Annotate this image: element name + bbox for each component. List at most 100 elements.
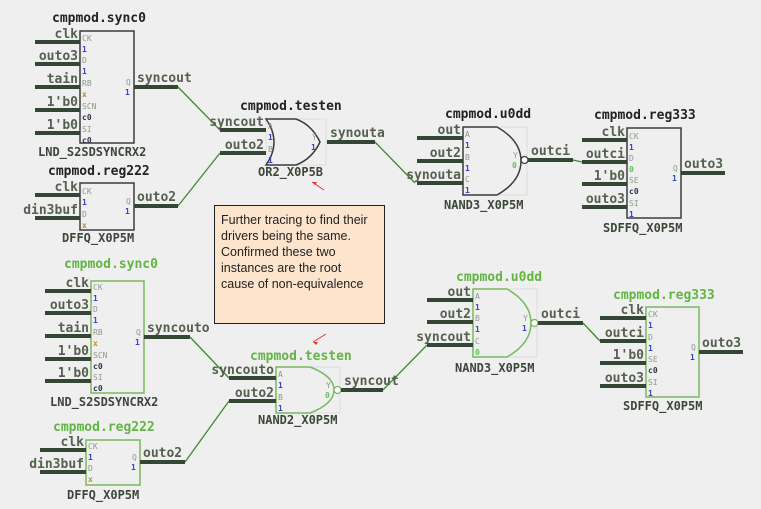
pin-value: 1: [135, 338, 140, 347]
pin-value: 1: [475, 303, 480, 312]
pin-value: 1: [268, 156, 273, 165]
cell-type: DFFQ_X0P5M: [62, 231, 134, 246]
net-label: outo2: [225, 138, 264, 153]
or-gate-symbol: [264, 118, 321, 166]
pin-name: CK: [629, 132, 639, 141]
pin-name: CK: [88, 442, 98, 451]
cell-bounding-box: [472, 288, 538, 358]
net-label: synouta: [330, 126, 385, 141]
pin-value: 1: [131, 463, 136, 472]
pin-name: D: [629, 154, 634, 163]
inversion-bubble: [520, 155, 529, 165]
pin-name: Y: [326, 381, 331, 390]
pin-name: Y: [513, 151, 518, 160]
pin-name: SI: [648, 378, 658, 387]
net-connection: [382, 344, 428, 391]
pin-name: B: [268, 145, 273, 154]
annotation-note: Further tracing to find their drivers be…: [214, 205, 385, 324]
pin-name: B: [465, 153, 470, 162]
pin-value: x: [82, 90, 87, 99]
net-label: outo2: [143, 446, 182, 461]
pin-value: 1: [82, 67, 87, 76]
instance-name: cmpmod.testen: [250, 349, 352, 364]
arrow-head-icon: [312, 182, 317, 185]
pin-value: 1: [82, 45, 87, 54]
pin-name: Y: [523, 314, 528, 323]
pin-value: x: [82, 221, 87, 230]
cell-type: LND_S2SDSYNCRX2: [50, 395, 158, 410]
pin-value: c0: [93, 384, 103, 393]
pin-name: Q: [132, 453, 137, 462]
net-label: syncout: [416, 330, 471, 345]
net-connection: [177, 86, 221, 131]
net-label: clk: [61, 435, 85, 450]
pointer-arrow: [312, 333, 327, 343]
pin-name: CK: [648, 310, 658, 319]
instance-name: cmpmod.reg333: [613, 288, 715, 303]
cell-bounding-box: [462, 126, 528, 196]
net-label: out: [448, 285, 471, 300]
pin-name: A: [465, 130, 470, 139]
pin-name: SI: [93, 373, 103, 382]
pin-name: CK: [93, 283, 103, 292]
pin-name: CK: [82, 187, 92, 196]
pin-value: x: [88, 475, 93, 484]
net-label: outci: [541, 307, 580, 322]
net-label: clk: [602, 125, 626, 140]
net-connection: [184, 400, 230, 463]
pin-value: 1: [648, 321, 653, 330]
pin-value: 1: [465, 141, 470, 150]
inversion-bubble: [333, 385, 342, 395]
pin-value: 1: [125, 88, 130, 97]
pin-name: C: [475, 337, 480, 346]
net-label: outo3: [684, 157, 723, 172]
pin-name: SI: [629, 199, 639, 208]
pin-name: Q: [673, 164, 678, 173]
inversion-bubble: [530, 318, 539, 328]
pin-value: 1: [648, 389, 653, 398]
pin-name: SCN: [93, 351, 108, 360]
net-label: din3buf: [23, 203, 78, 218]
pin-value: 0: [475, 348, 480, 357]
pin-name: SE: [648, 355, 658, 364]
nand-gate-symbol: [275, 366, 335, 414]
pin-name: C: [465, 175, 470, 184]
net-label: outci: [605, 326, 644, 341]
net-label: outo3: [702, 336, 741, 351]
net-label: syncouto: [211, 363, 274, 378]
net-label: 1'b0: [58, 366, 89, 381]
cell-type: SDFFQ_X0P5M: [603, 221, 682, 236]
pin-value: 1: [629, 143, 634, 152]
cell-type: DFFQ_X0P5M: [67, 488, 139, 503]
pin-value: 1: [278, 404, 283, 413]
pin-value: c0: [82, 136, 92, 145]
net-label: out2: [440, 307, 471, 322]
pin-name: CK: [82, 34, 92, 43]
pin-value: 1: [648, 344, 653, 353]
pin-value: c0: [629, 187, 639, 196]
net-label: clk: [55, 180, 79, 195]
pin-value: 1: [268, 133, 273, 142]
pin-name: Q: [691, 343, 696, 352]
net-label: tain: [47, 72, 78, 87]
cell-bounding-box: [275, 366, 341, 414]
pin-name: D: [82, 56, 87, 65]
pin-name: Y: [312, 133, 317, 142]
net-label: 1'b0: [47, 95, 78, 110]
cell-type: LND_S2SDSYNCRX2: [38, 145, 146, 160]
cell-type: SDFFQ_X0P5M: [623, 399, 702, 414]
net-label: 1'b0: [47, 118, 78, 133]
pin-value: x: [93, 339, 98, 348]
pin-value: c0: [82, 113, 92, 122]
